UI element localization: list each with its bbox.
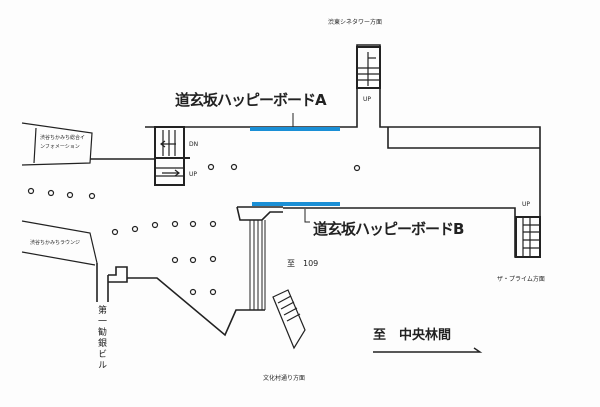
label-prime: ザ・プライム方面 <box>497 276 545 283</box>
pillar <box>189 256 197 264</box>
pillar <box>131 225 139 233</box>
pillar <box>209 288 217 296</box>
pillars <box>27 163 361 296</box>
info-sign-outline <box>21 122 93 166</box>
label-up-top: UP <box>363 96 372 103</box>
direction-arrow <box>373 347 483 353</box>
pillar <box>209 255 217 263</box>
pillar <box>88 192 96 200</box>
label-info: 渋谷ちかみち総合インフォメーション <box>40 135 86 150</box>
pillar <box>66 191 74 199</box>
pillar <box>230 163 238 171</box>
label-cinetower: 渋東シネタワー方面 <box>328 19 383 26</box>
label-to-chuo-rinkan: 至 中央林間 <box>373 328 452 343</box>
stair-cinetower <box>356 46 381 89</box>
stair-left <box>154 126 190 186</box>
pillar <box>151 221 159 229</box>
pillar <box>353 164 361 172</box>
stair-prime <box>515 216 541 258</box>
label-up-right: UP <box>522 201 531 208</box>
pillar <box>171 220 179 228</box>
label-bunkamura: 文化村通り方面 <box>263 375 306 382</box>
pillar <box>209 220 217 228</box>
label-dn: DN <box>189 141 199 148</box>
label-to-109: 至 109 <box>287 259 319 268</box>
label-board-a: 道玄坂ハッピーボードA <box>175 91 327 109</box>
pillar <box>171 256 179 264</box>
pillar <box>47 189 55 197</box>
label-lounge: 渋谷ちかみちラウンジ <box>30 240 81 246</box>
pillar <box>111 228 119 236</box>
corridor-inner-wall <box>387 127 540 149</box>
lounge-outline <box>21 220 98 266</box>
label-board-b: 道玄坂ハッピーボードB <box>313 220 464 238</box>
pillar <box>27 187 35 195</box>
south-wall <box>127 277 265 337</box>
pillar <box>189 288 197 296</box>
label-up-left: UP <box>189 171 198 178</box>
label-dai-ichi: 第一勧銀ビル <box>96 305 106 371</box>
pillar <box>207 163 215 171</box>
structure-109 <box>236 206 283 221</box>
corridor-north-wall <box>145 44 541 210</box>
pillar <box>189 220 197 228</box>
stair-bunkamura <box>272 289 306 350</box>
